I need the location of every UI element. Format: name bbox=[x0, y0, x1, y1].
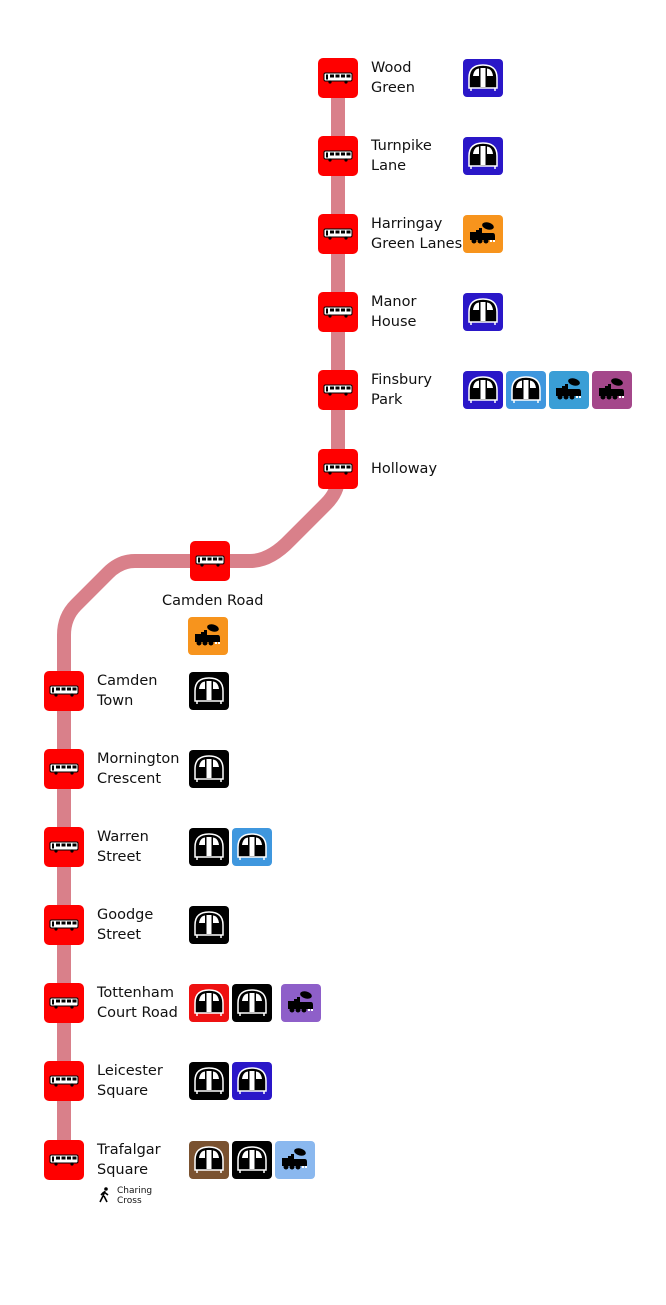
station-name-line: Holloway bbox=[371, 461, 438, 477]
tube-icon[interactable] bbox=[189, 1062, 229, 1100]
station-name-line: Warren bbox=[97, 829, 149, 845]
interchange-modes bbox=[189, 984, 321, 1022]
tube-icon[interactable] bbox=[189, 672, 229, 710]
station-name-line: Street bbox=[97, 849, 142, 865]
station-name-line: Street bbox=[97, 927, 142, 943]
interchange-modes bbox=[189, 750, 229, 788]
station-name-line: House bbox=[371, 314, 417, 330]
station-name-line: Camden bbox=[97, 673, 158, 689]
bus-stop-icon[interactable] bbox=[44, 905, 84, 945]
bus-stop-icon[interactable] bbox=[44, 1061, 84, 1101]
bus-stop-icon[interactable] bbox=[318, 214, 358, 254]
station-name-line: Town bbox=[97, 693, 134, 709]
station-name: Camden Road bbox=[162, 591, 263, 611]
tube-icon[interactable] bbox=[463, 59, 503, 97]
interchange-modes bbox=[189, 1141, 315, 1179]
bus-stop-icon[interactable] bbox=[318, 370, 358, 410]
station-name-line: Tottenham bbox=[97, 985, 174, 1001]
bus-stop-icon[interactable] bbox=[44, 827, 84, 867]
tube-icon[interactable] bbox=[463, 137, 503, 175]
station-name-line: Turnpike bbox=[371, 138, 432, 154]
tube-icon[interactable] bbox=[463, 371, 503, 409]
tube-icon[interactable] bbox=[189, 984, 229, 1022]
interchange-modes bbox=[463, 293, 503, 331]
interchange-modes bbox=[189, 672, 229, 710]
bus-stop-icon[interactable] bbox=[44, 983, 84, 1023]
station-name-line: Green Lanes bbox=[371, 236, 463, 252]
steam-train-icon[interactable] bbox=[549, 371, 589, 409]
steam-train-icon[interactable] bbox=[463, 215, 503, 253]
steam-train-icon[interactable] bbox=[275, 1141, 315, 1179]
station-name-line: Green bbox=[371, 80, 415, 96]
station-name-line: Leicester bbox=[97, 1063, 163, 1079]
station-name-line: Manor bbox=[371, 294, 417, 310]
station-name-line: Park bbox=[371, 392, 403, 408]
station-name-line: Lane bbox=[371, 158, 407, 174]
interchange-modes bbox=[188, 617, 228, 655]
bus-stop-icon[interactable] bbox=[318, 449, 358, 489]
interchange-modes bbox=[463, 371, 632, 409]
station-name: Holloway bbox=[371, 459, 437, 479]
tube-icon[interactable] bbox=[232, 1062, 272, 1100]
tube-icon[interactable] bbox=[189, 906, 229, 944]
station-name-line: Camden Road bbox=[162, 593, 264, 609]
bus-stop-icon[interactable] bbox=[190, 541, 230, 581]
station-name-line: Mornington bbox=[97, 751, 180, 767]
interchange-modes bbox=[189, 828, 272, 866]
walk-link-label: Charing Cross bbox=[117, 1186, 153, 1206]
station-name-line: Goodge bbox=[97, 907, 154, 923]
station-name-line: Court Road bbox=[97, 1005, 178, 1021]
tube-icon[interactable] bbox=[232, 984, 272, 1022]
tube-icon[interactable] bbox=[189, 828, 229, 866]
pedestrian-icon bbox=[98, 1186, 112, 1206]
steam-train-icon[interactable] bbox=[592, 371, 632, 409]
interchange-modes bbox=[189, 906, 229, 944]
steam-train-icon[interactable] bbox=[281, 984, 321, 1022]
station-name-line: Harringay bbox=[371, 216, 443, 232]
tube-icon[interactable] bbox=[189, 750, 229, 788]
station-name-line: Square bbox=[97, 1083, 149, 1099]
interchange-modes bbox=[463, 137, 503, 175]
interchange-modes bbox=[463, 59, 503, 97]
station-name-line: Wood bbox=[371, 60, 412, 76]
bus-stop-icon[interactable] bbox=[318, 136, 358, 176]
interchange-modes bbox=[189, 1062, 272, 1100]
bus-stop-icon[interactable] bbox=[44, 749, 84, 789]
station-name-line: Square bbox=[97, 1162, 149, 1178]
station-name-line: Finsbury bbox=[371, 372, 432, 388]
bus-stop-icon[interactable] bbox=[318, 58, 358, 98]
tube-icon[interactable] bbox=[506, 371, 546, 409]
bus-stop-icon[interactable] bbox=[44, 671, 84, 711]
station-name-line: Crescent bbox=[97, 771, 162, 787]
tube-icon[interactable] bbox=[232, 1141, 272, 1179]
tube-icon[interactable] bbox=[189, 1141, 229, 1179]
walk-link[interactable]: Charing Cross bbox=[98, 1186, 152, 1206]
interchange-modes bbox=[463, 215, 503, 253]
station-name-line: Trafalgar bbox=[97, 1142, 161, 1158]
bus-stop-icon[interactable] bbox=[318, 292, 358, 332]
tube-icon[interactable] bbox=[463, 293, 503, 331]
bus-stop-icon[interactable] bbox=[44, 1140, 84, 1180]
steam-train-icon[interactable] bbox=[188, 617, 228, 655]
tube-icon[interactable] bbox=[232, 828, 272, 866]
